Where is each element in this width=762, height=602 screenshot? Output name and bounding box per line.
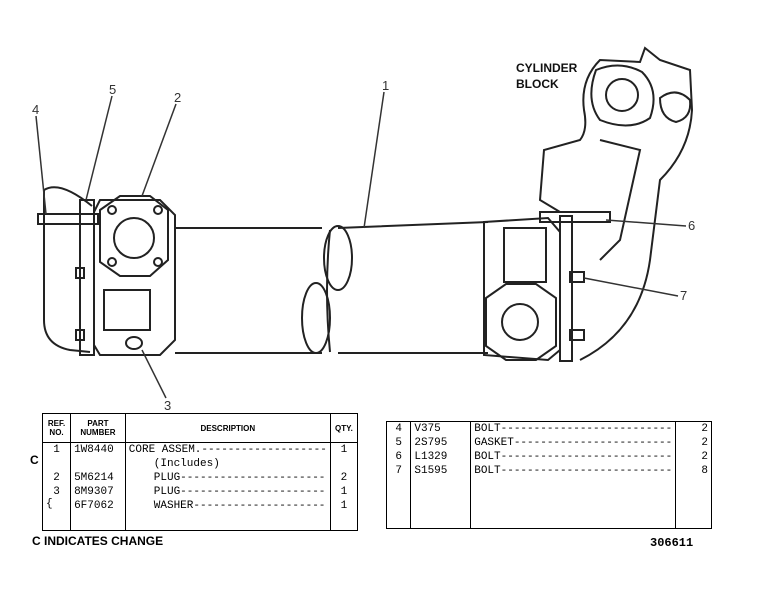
callout-5: 5 — [109, 82, 116, 97]
callout-4: 4 — [32, 102, 39, 117]
left-end-cover — [93, 199, 176, 356]
parts-table-left: REF. NO. PART NUMBER DESCRIPTION QTY. 1 … — [42, 413, 358, 531]
callout-1: 1 — [382, 78, 389, 93]
bolt-6 — [539, 211, 611, 223]
change-mark: C — [30, 453, 39, 467]
table-row: 1 1W8440 CORE ASSEM.------------------- … — [42, 442, 358, 457]
illustration-number: 306611 — [650, 536, 694, 550]
callout-3: 3 — [164, 398, 171, 410]
left-flange — [99, 195, 169, 277]
right-flange — [485, 283, 557, 361]
callout-6: 6 — [688, 218, 695, 233]
table-row: 5 2S795 GASKET------------------------ 2 — [386, 436, 712, 450]
table-row: 6 L1329 BOLT-------------------------- 2 — [386, 450, 712, 464]
cylinder-label-line1: CYLINDER — [516, 61, 578, 75]
exploded-parts-drawing: 4 5 2 1 3 6 7 CYLINDER BLOCK — [32, 46, 695, 410]
cylinder-block — [538, 46, 694, 361]
cylinder-label-line2: BLOCK — [516, 77, 559, 91]
table-row: 2 5M6214 PLUG---------------------- 2 — [42, 471, 358, 485]
callout-7: 7 — [680, 288, 687, 303]
right-end-cover — [483, 216, 561, 362]
core-right-tube — [337, 221, 489, 354]
right-gasket — [559, 215, 573, 362]
table-row: (Includes) — [42, 457, 358, 471]
table-row: 6F7062 WASHER-------------------- 1 — [42, 499, 358, 513]
header-description: DESCRIPTION — [125, 413, 331, 443]
table-row: 7 S1595 BOLT-------------------------- 8 — [386, 464, 712, 478]
bolt-7 — [569, 271, 585, 283]
core-left-tube — [175, 227, 322, 354]
header-ref-no: REF. NO. — [42, 413, 72, 443]
header-qty: QTY. — [330, 413, 358, 443]
bolt-4 — [37, 213, 99, 225]
left-elbow-housing — [43, 190, 91, 353]
callout-2: 2 — [174, 90, 181, 105]
table-row: 4 V375 BOLT-------------------------- 2 — [386, 421, 712, 436]
parts-table-right: 4 V375 BOLT-------------------------- 2 … — [386, 421, 712, 529]
change-note: C INDICATES CHANGE — [32, 534, 164, 548]
header-part-number: PART NUMBER — [70, 413, 126, 443]
table-row: 3 8M9307 PLUG---------------------- 1 — [42, 485, 358, 499]
